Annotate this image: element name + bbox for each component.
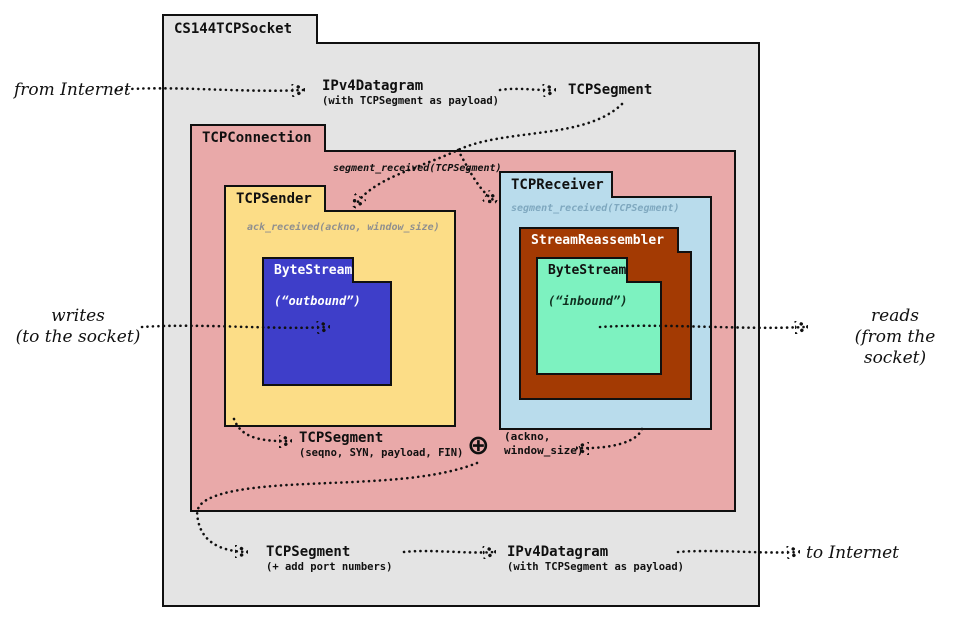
reads-line2: (from the socket) bbox=[854, 327, 936, 368]
tcpsegment-in-label: TCPSegment bbox=[568, 82, 653, 98]
ipv4-in-title: IPv4Datagram bbox=[322, 78, 424, 94]
reads-label: reads (from the socket) bbox=[825, 306, 965, 369]
bytestream-inbound-tab: ByteStream bbox=[536, 257, 628, 283]
bytestream-outbound-tab: ByteStream bbox=[262, 257, 354, 283]
writes-line1: writes bbox=[51, 306, 105, 326]
streamreassembler-tab: StreamReassembler bbox=[519, 227, 679, 253]
tcpsegment-ports-subtitle: (+ add port numbers) bbox=[266, 561, 393, 573]
tcpconnection-label: TCPConnection bbox=[202, 130, 312, 146]
cs144-tcpsocket-label: CS144TCPSocket bbox=[174, 21, 293, 37]
ack-received-label: ack_received(ackno, window_size) bbox=[247, 222, 440, 233]
reads-line1: reads bbox=[871, 306, 919, 326]
tcpsender-tab: TCPSender bbox=[224, 185, 326, 212]
tcpsegment-out-title: TCPSegment bbox=[299, 430, 384, 446]
tcpsegment-ports-title: TCPSegment bbox=[266, 544, 351, 560]
segment-received-connection-label: segment_received(TCPSegment) bbox=[333, 163, 502, 174]
inbound-stream-name: (“inbound”) bbox=[548, 294, 628, 308]
to-internet-label: to Internet bbox=[806, 543, 899, 563]
outbound-stream-name: (“outbound”) bbox=[274, 294, 361, 308]
combine-plus-icon: ⊕ bbox=[467, 430, 490, 461]
writes-label: writes (to the socket) bbox=[8, 306, 148, 348]
ipv4-in-subtitle: (with TCPSegment as payload) bbox=[322, 95, 500, 107]
ackno-line1: (ackno, bbox=[504, 430, 551, 443]
tcpconnection-tab: TCPConnection bbox=[190, 124, 326, 152]
tcpreceiver-tab: TCPReceiver bbox=[499, 171, 613, 198]
tcpsender-label: TCPSender bbox=[236, 190, 312, 207]
tcpsegment-out-subtitle: (seqno, SYN, payload, FIN) bbox=[299, 447, 464, 459]
bytestream-outbound-label: ByteStream bbox=[274, 262, 353, 278]
ipv4-out-title: IPv4Datagram bbox=[507, 544, 609, 560]
bytestream-inbound-label: ByteStream bbox=[548, 262, 627, 278]
segment-received-receiver-label: segment_received(TCPSegment) bbox=[511, 203, 680, 214]
tcpreceiver-label: TCPReceiver bbox=[511, 176, 604, 193]
writes-line2: (to the socket) bbox=[15, 327, 141, 347]
streamreassembler-label: StreamReassembler bbox=[531, 232, 665, 248]
ackno-line2: window_size) bbox=[504, 444, 584, 457]
from-internet-label: from Internet bbox=[14, 80, 131, 100]
ipv4-out-subtitle: (with TCPSegment as payload) bbox=[507, 561, 685, 573]
cs144-tcpsocket-tab: CS144TCPSocket bbox=[162, 14, 318, 44]
